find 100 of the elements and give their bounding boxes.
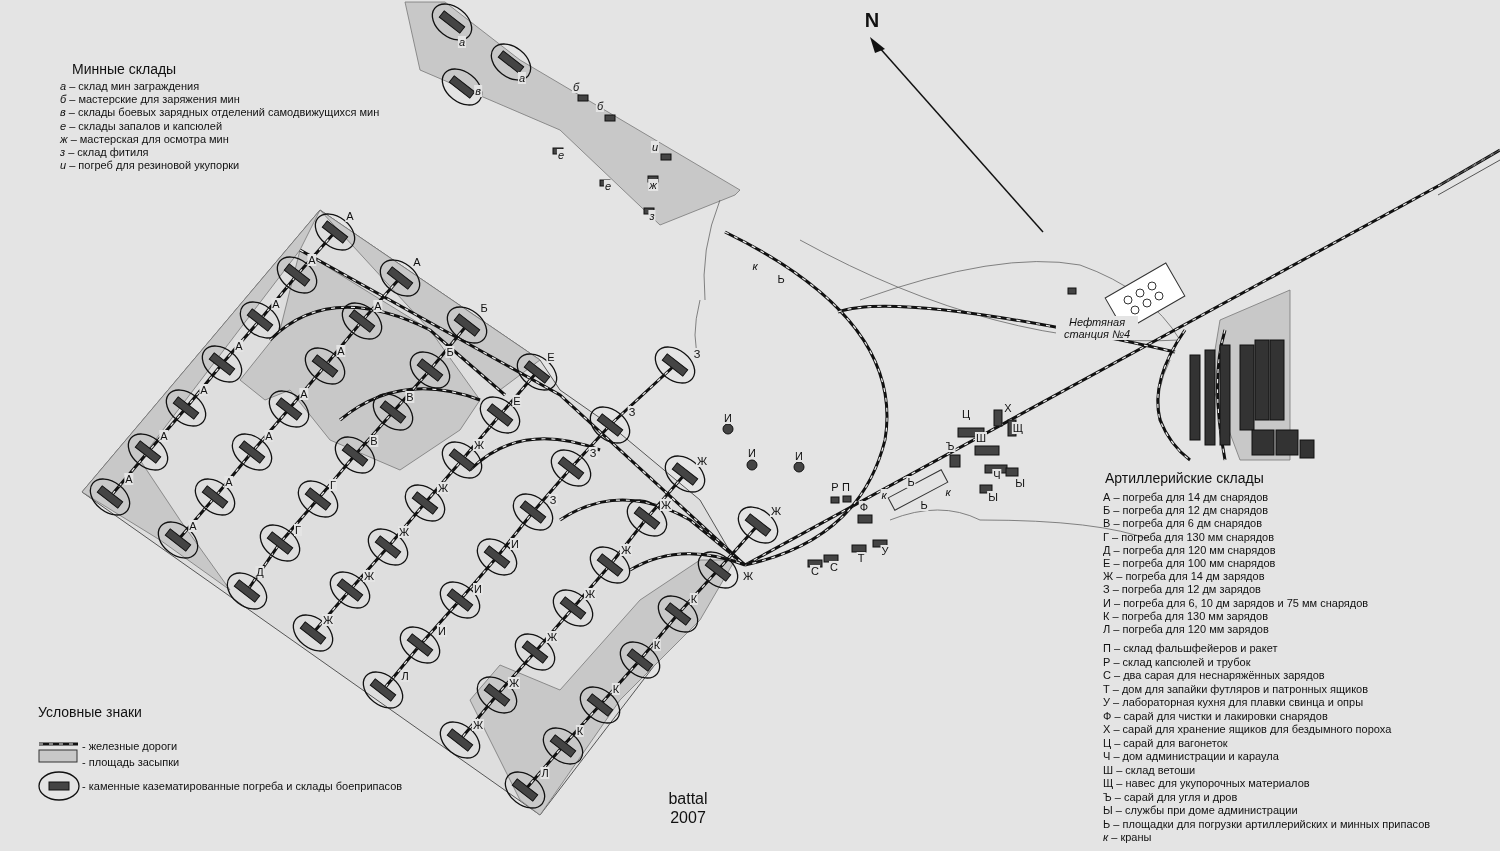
cellar-letter: Ж [362, 570, 376, 582]
north-label: N [863, 12, 881, 28]
cellar-letter: З [588, 447, 598, 459]
key-entry: з – склад фитиля [60, 146, 149, 159]
cellar-letter: А [412, 256, 422, 268]
key-entry: Х – сарай для хранение ящиков для бездымного пороха [1103, 723, 1392, 736]
key-entry: Д – погреба для 120 мм снарядов [1103, 543, 1276, 557]
key-entry: Ж – погреба для 14 дм зарядов [1103, 570, 1265, 584]
cellar-letter: Е [546, 351, 556, 363]
cellar-letter: е [603, 180, 613, 192]
cellar-letter: А [336, 345, 346, 357]
key-entry: К – погреба для 130 мм зарядов [1103, 609, 1268, 623]
key-entry: Р – склад капсюлей и трубок [1103, 655, 1251, 669]
cellar-letter: Щ [1011, 422, 1025, 434]
key-entry: е – склады запалов и капсюлей [60, 119, 223, 133]
key-entry: У – лабораторная кухня для плавки свинца и опры [1103, 696, 1364, 709]
cellar-letter: К [689, 593, 699, 605]
cellar-letter: А [124, 473, 134, 485]
key-entry: З – погреба для 12 дм зарядов [1103, 583, 1261, 597]
key-entry: Е – погреба для 100 мм снарядов [1103, 557, 1276, 570]
cellar-letter: Ж [659, 499, 673, 511]
cellar-letter: Ж [769, 505, 783, 517]
key-entry: В – погреба для 6 дм снарядов [1103, 517, 1263, 531]
cellar-letter: А [345, 210, 355, 222]
cellar-letter: Ж [472, 439, 486, 451]
cellar-letter: З [627, 406, 637, 418]
cellar-letter: Б [445, 346, 455, 358]
cellar-letter: Д [255, 566, 265, 578]
cellar-letter: В [369, 435, 379, 447]
cellar-letter: Б [479, 302, 489, 314]
cellar-letter: к [880, 489, 888, 501]
cellar-letter: И [437, 625, 447, 637]
cellar-letter: Л [400, 670, 410, 682]
section-heading: Минные склады [72, 61, 177, 77]
cellar-letter: У [880, 545, 890, 557]
key-entry: а – склад мин заграждения [60, 80, 200, 93]
cellar-letter: Ц [960, 408, 972, 420]
cellar-letter: б [571, 81, 581, 93]
cellar-letter: И [510, 538, 520, 550]
key-entry: Ц – сарай для вагонеток [1103, 736, 1228, 750]
cellar-letter: Ь [919, 499, 929, 511]
cellar-letter: Ж [619, 544, 633, 556]
cellar-letter: А [271, 298, 281, 310]
key-entry: А – погреба для 14 дм снарядов [1103, 491, 1269, 504]
cellar-letter: И [747, 447, 757, 459]
key-entry: ж – мастерская для осмотра мин [60, 132, 229, 146]
cellar-letter: И [794, 450, 804, 462]
cellar-letter: З [548, 494, 558, 506]
key-entry: Б – погреба для 12 дм снарядов [1103, 504, 1269, 518]
cellar-letter: е [556, 149, 566, 161]
key-entry: б – мастерские для заряжения мин [60, 93, 240, 107]
key-entry: в – склады боевых зарядных отделений самодвижущихся мин [60, 106, 380, 120]
cellar-letter: и [650, 141, 660, 153]
key-entry: Ы – службы при доме администрации [1103, 804, 1298, 817]
cellar-letter: Т [856, 552, 866, 564]
cellar-letter: А [159, 430, 169, 442]
key-entry: Т – дом для запайки футляров и патронных ящиков [1103, 682, 1369, 696]
cellar-letter: З [692, 348, 702, 360]
cellar-letter: А [224, 476, 234, 488]
key-entry: Ф – сарай для чистки и лакировки снарядов [1103, 709, 1328, 723]
legend-text: - железные дороги [82, 740, 178, 753]
cellar-letter: С [810, 565, 820, 577]
cellar-letter: А [307, 254, 317, 266]
cellar-letter: Ж [545, 631, 559, 643]
cellar-letter: Ш [974, 432, 988, 444]
cellar-letter: Ж [741, 570, 755, 582]
cellar-letter: б [595, 100, 605, 112]
cellar-letter: ж [648, 179, 658, 191]
cellar-letter: И [473, 583, 483, 595]
cellar-letter: Ь [776, 273, 786, 285]
key-entry: Щ – навес для укупорочных материалов [1103, 777, 1310, 790]
cellar-letter: в [474, 85, 482, 97]
cellar-letter: Е [512, 395, 522, 407]
cellar-letter: А [264, 430, 274, 442]
cellar-letter: Ж [436, 482, 450, 494]
cellar-letter: Ь [906, 476, 916, 488]
key-entry: С – два сарая для неснаряжённых зарядов [1103, 669, 1325, 682]
key-entry: Ъ – сарай для угля и дров [1103, 790, 1238, 804]
key-entry: Ч – дом администрации и караула [1103, 750, 1279, 763]
cellar-letter: Л [540, 767, 550, 779]
cellar-letter: Ж [583, 588, 597, 600]
cellar-letter: Ъ [944, 440, 956, 452]
cellar-letter: К [575, 725, 585, 737]
cellar-letter: Г [329, 479, 337, 491]
cellar-letter: И [723, 412, 733, 424]
legend-text: - каменные казематированные погреба и склады боеприпасов [82, 780, 403, 793]
cellar-letter: Ж [397, 526, 411, 538]
key-entry: Ш – склад ветоши [1103, 763, 1196, 777]
cellar-letter: а [517, 72, 527, 84]
key-entry: и – погреб для резиновой укупорки [60, 159, 240, 173]
key-entry: к – краны [1103, 831, 1152, 844]
cellar-letter: С [829, 561, 839, 573]
key-entry: Г – погреба для 130 мм снарядов [1103, 530, 1275, 544]
cellar-letter: Ж [471, 719, 485, 731]
cellar-letter: Ж [695, 455, 709, 467]
cellar-letter: А [199, 384, 209, 396]
cellar-letter: А [234, 340, 244, 352]
key-entry: П – склад фальшфейеров и ракет [1103, 642, 1278, 655]
key-entry: Ь – площадки для погрузки артиллерийских и минных припасов [1103, 817, 1431, 831]
cellar-letter: К [652, 639, 662, 651]
